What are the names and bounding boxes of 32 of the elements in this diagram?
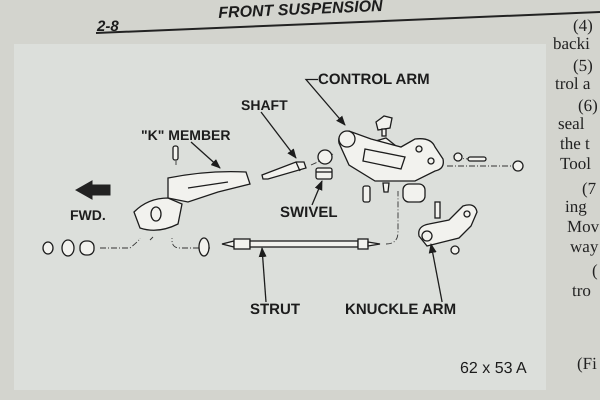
part-label: "K" MEMBER <box>141 128 230 142</box>
body-text-fragment: way <box>570 238 598 255</box>
body-text-fragment: Mov <box>567 218 600 235</box>
body-text-fragment: ( <box>592 262 598 279</box>
leader-line <box>304 78 346 126</box>
body-text-fragment: the t <box>560 135 590 152</box>
leader-line <box>260 112 297 159</box>
leader-line <box>258 247 267 302</box>
figure-number: 62 x 53 A <box>460 361 527 377</box>
part-label: SWIVEL <box>280 205 338 220</box>
body-text-fragment: tro <box>572 282 591 299</box>
body-text-fragment: backi <box>553 35 590 52</box>
body-text-fragment: Tool <box>560 155 591 172</box>
body-text-fragment: (5) <box>573 57 593 74</box>
part-label: CONTROL ARM <box>318 72 430 87</box>
leader-line <box>190 142 221 169</box>
leader-line <box>428 243 443 302</box>
body-text-fragment: ing <box>565 198 587 215</box>
body-text-fragment: (6) <box>578 97 598 114</box>
direction-label: FWD. <box>70 208 106 222</box>
body-text-fragment: (4) <box>573 17 593 34</box>
body-text-fragment: (7 <box>582 180 596 197</box>
strut-drawing <box>220 236 382 252</box>
body-text-fragment: (Fi <box>577 355 597 372</box>
body-text-fragment: seal <box>558 115 584 132</box>
leader-line <box>311 180 323 206</box>
section-title: FRONT SUSPENSION <box>218 0 383 22</box>
body-text-fragment: trol a <box>555 75 590 92</box>
page-number: 2-8 <box>97 19 119 34</box>
part-label: STRUT <box>250 302 300 317</box>
part-label: SHAFT <box>241 98 288 112</box>
part-label: KNUCKLE ARM <box>345 302 456 317</box>
